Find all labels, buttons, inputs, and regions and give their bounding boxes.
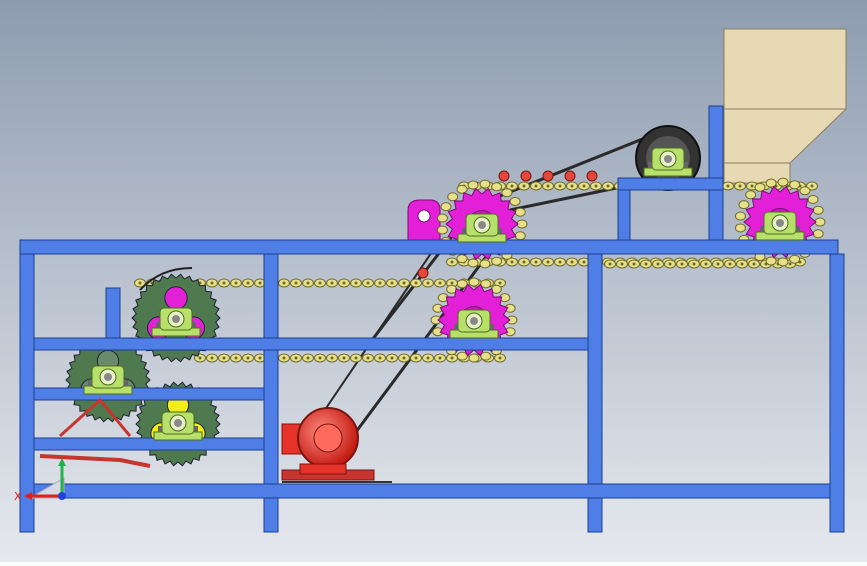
chain-layer (134, 177, 826, 363)
frame-upper-rail[interactable] (617, 177, 724, 191)
frame-post-gear[interactable] (105, 287, 121, 339)
bearing-middle[interactable] (449, 309, 499, 339)
bearing-gear-top[interactable] (151, 307, 201, 337)
bearing-right[interactable] (755, 211, 805, 241)
frame-leg-right[interactable] (829, 253, 845, 533)
machine-frame[interactable] (19, 105, 845, 533)
frame-rail-lower-a[interactable] (33, 387, 265, 401)
motor[interactable] (281, 407, 392, 483)
bearing-layer (83, 147, 805, 441)
bearing-gear-bottom[interactable] (153, 411, 203, 441)
bearing-pulley[interactable] (643, 147, 693, 177)
frame-rail-lower-b[interactable] (33, 437, 265, 451)
frame-leg-left[interactable] (19, 253, 35, 533)
chain-loop-middle (430, 277, 518, 363)
frame-leg-mid-right[interactable] (587, 253, 603, 533)
frame-post-hopper[interactable] (708, 105, 724, 241)
frame-top-beam[interactable] (19, 239, 839, 255)
lever-arm[interactable] (39, 397, 151, 468)
hopper[interactable] (723, 28, 848, 184)
coordinate-triad: X (14, 458, 66, 503)
roller-row (417, 170, 598, 279)
frame-rail-middle[interactable] (33, 337, 589, 351)
bearing-upper[interactable] (457, 213, 507, 243)
upper-bracket[interactable] (407, 199, 441, 241)
bearing-gear-middle[interactable] (83, 365, 133, 395)
frame-base-rail[interactable] (33, 483, 831, 499)
axis-x-label: X (14, 490, 22, 503)
